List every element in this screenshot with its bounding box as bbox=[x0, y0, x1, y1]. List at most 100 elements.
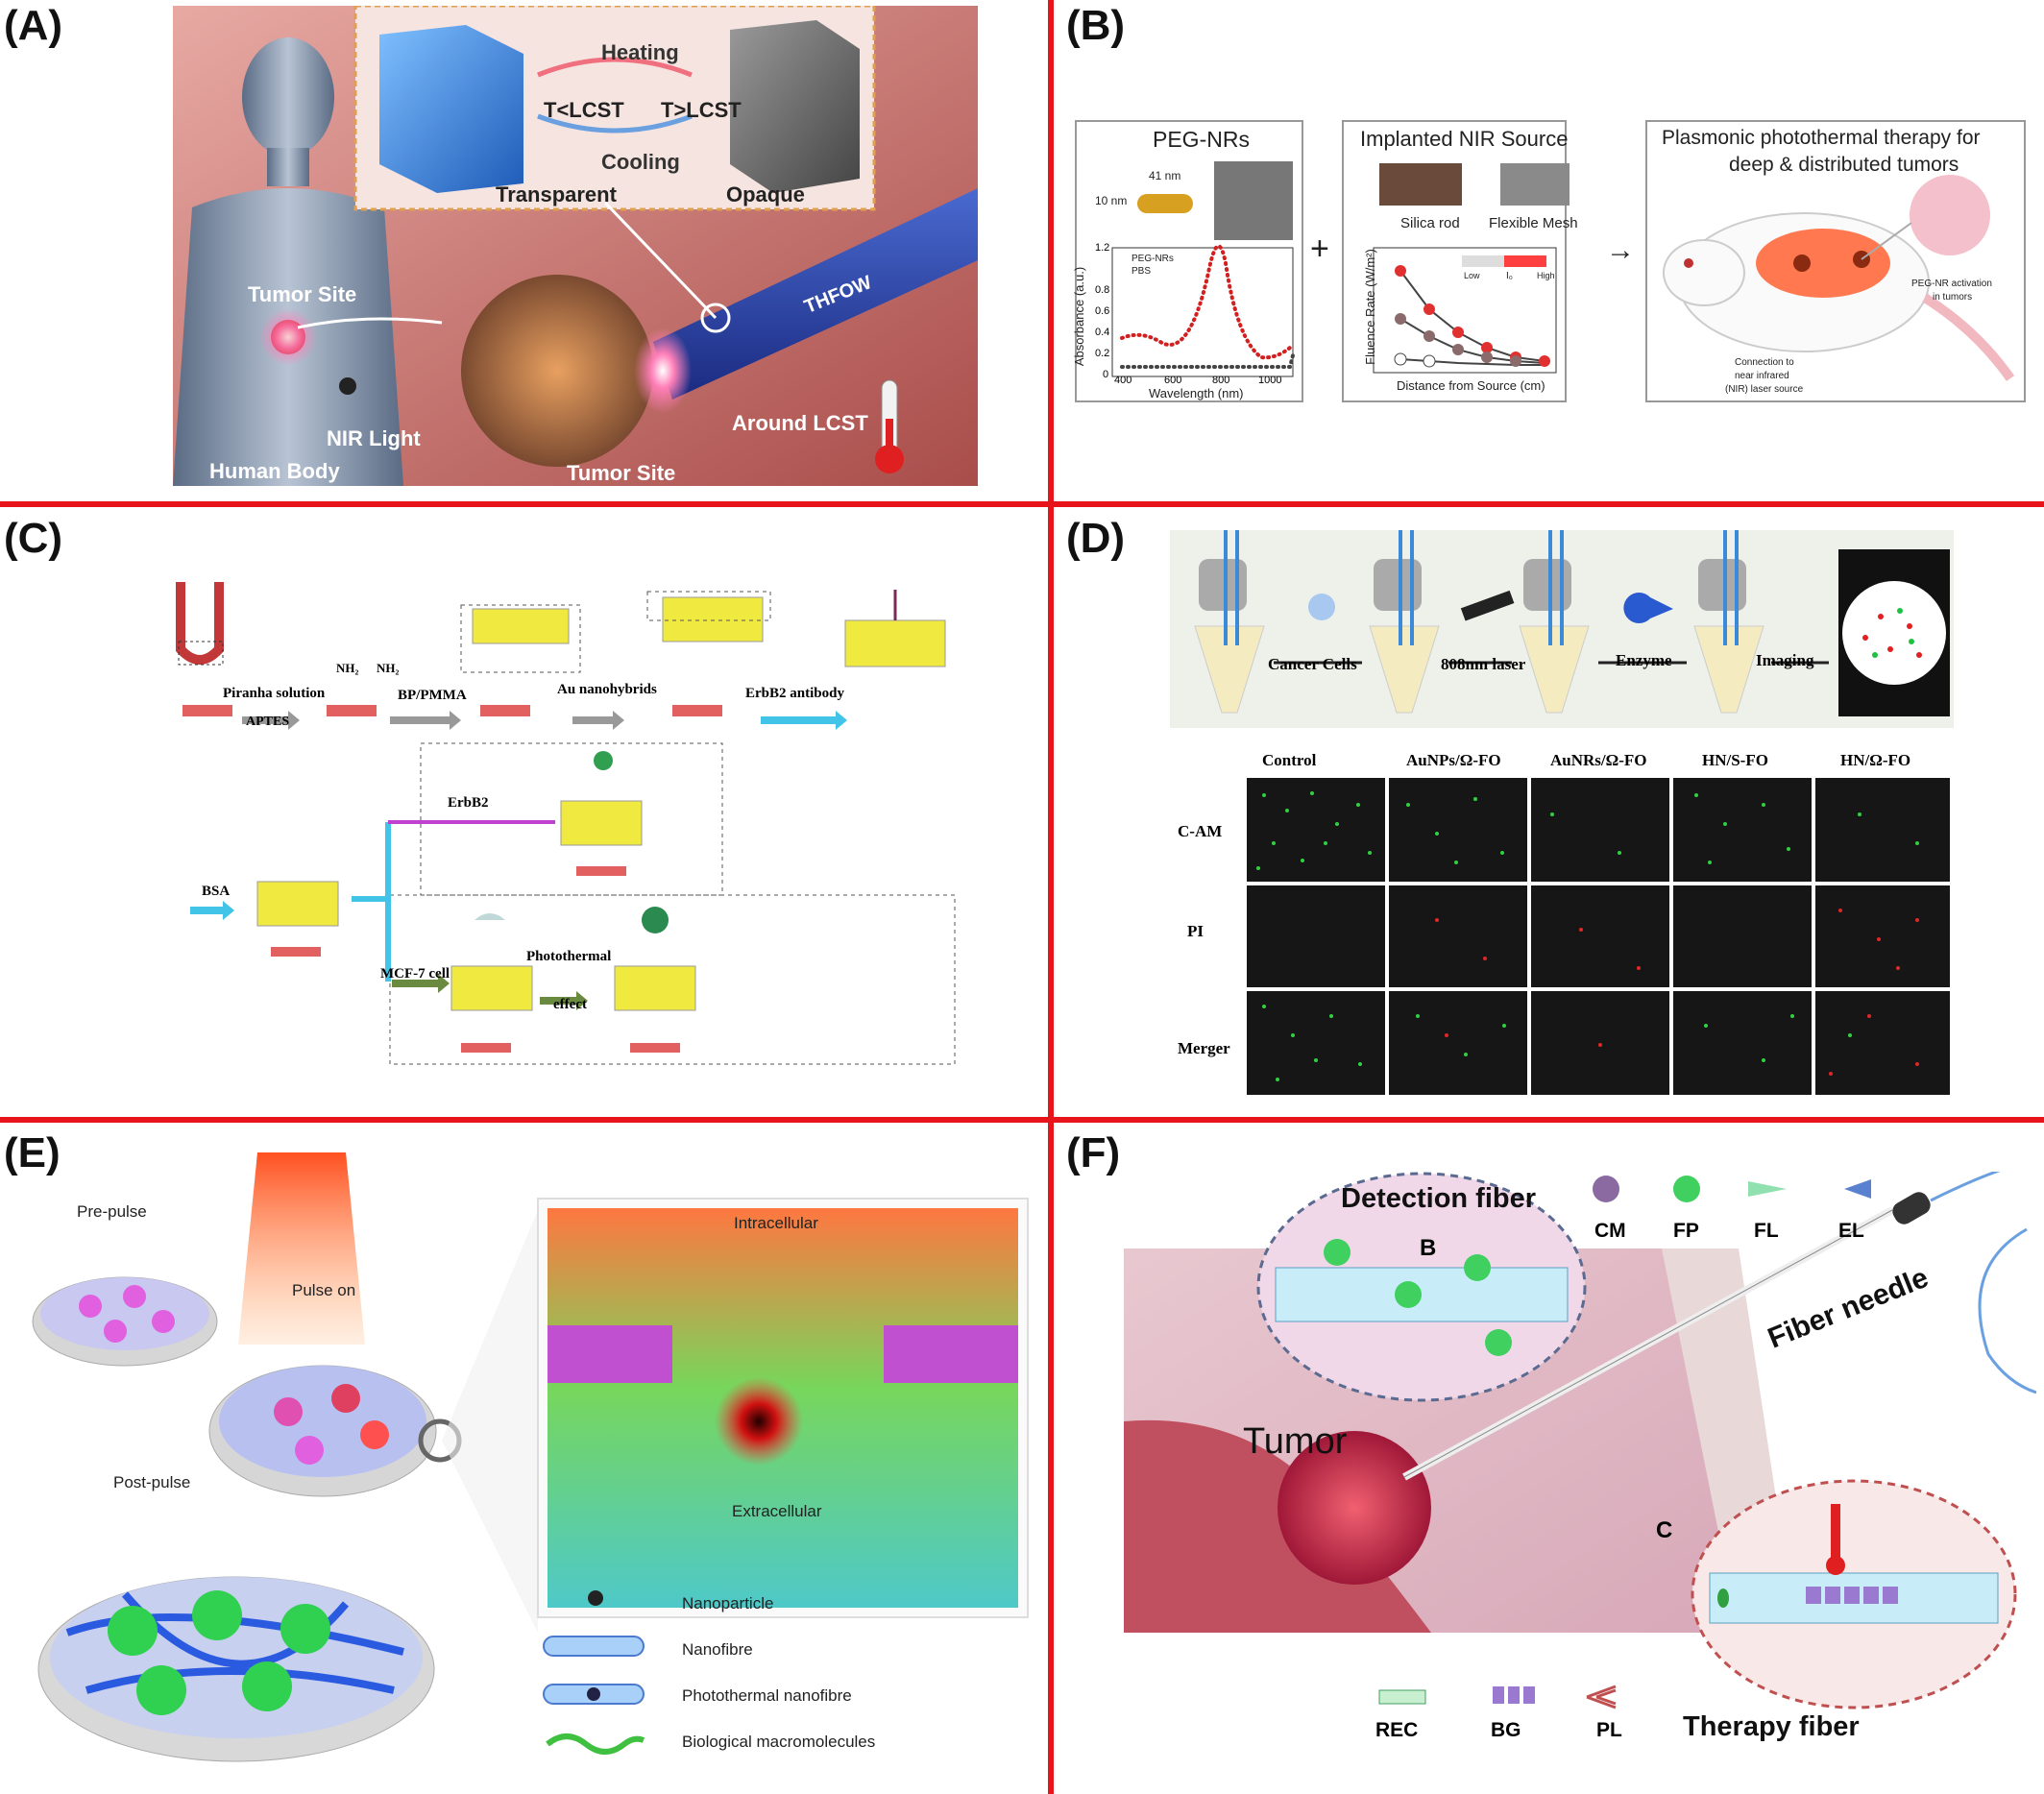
label-heating: Heating bbox=[601, 40, 679, 64]
e-pre-pulse: Pre-pulse bbox=[77, 1202, 147, 1221]
e-legend-nanoparticle: Nanoparticle bbox=[682, 1594, 774, 1612]
b-box2-title: Implanted NIR Source bbox=[1360, 127, 1569, 151]
b-xtick: 1000 bbox=[1258, 375, 1282, 386]
b-flexible-mesh: Flexible Mesh bbox=[1489, 215, 1578, 231]
d-row-cam: C-AM bbox=[1178, 822, 1223, 840]
b-ylabel: Absorbance (a.u.) bbox=[1072, 266, 1087, 367]
f-legend-rec: REC bbox=[1375, 1719, 1419, 1741]
b-ytick: 0.6 bbox=[1095, 305, 1110, 317]
b-rod-length: 41 nm bbox=[1149, 169, 1181, 182]
b-ytick: 0.4 bbox=[1095, 327, 1110, 338]
f-legend-fp: FP bbox=[1673, 1220, 1699, 1242]
panel-f-illustration bbox=[1124, 1172, 2036, 1709]
c-effect: effect bbox=[553, 997, 587, 1012]
f-legend-pl: PL bbox=[1596, 1719, 1622, 1741]
e-pulse-on: Pulse on bbox=[292, 1281, 356, 1299]
f-detection-fiber: Detection fiber bbox=[1341, 1183, 1537, 1214]
b-legend-pbs: PBS bbox=[1132, 266, 1152, 277]
label-transparent: Transparent bbox=[496, 182, 617, 206]
e-legend-nanofibre: Nanofibre bbox=[682, 1640, 753, 1659]
b-ytick: 1.2 bbox=[1095, 242, 1110, 254]
label-cooling: Cooling bbox=[601, 150, 680, 174]
panel-label-f: (F) bbox=[1066, 1129, 1121, 1176]
b-box3-title-1: Plasmonic photothermal therapy for bbox=[1662, 127, 1981, 149]
d-col-aunps: AuNPs/Ω-FO bbox=[1406, 751, 1501, 769]
panel-label-d: (D) bbox=[1066, 515, 1126, 562]
e-post-pulse: Post-pulse bbox=[113, 1473, 191, 1491]
b-ytick: 0.8 bbox=[1095, 284, 1110, 296]
c-mcf7: MCF-7 cell bbox=[380, 966, 450, 982]
c-aptes: APTES bbox=[246, 715, 290, 729]
b-xtick: 800 bbox=[1212, 375, 1230, 386]
d-row-merger: Merger bbox=[1178, 1039, 1230, 1057]
c-erbb2: ErbB2 bbox=[448, 795, 489, 811]
d-image-grid bbox=[1245, 776, 1952, 1097]
b-silica-rod: Silica rod bbox=[1400, 215, 1460, 231]
c-nh2-1: NH₂ bbox=[336, 661, 359, 675]
f-legend-bg: BG bbox=[1491, 1719, 1521, 1741]
e-legend-icons bbox=[543, 1590, 645, 1755]
b-scale-i0: I₀ bbox=[1506, 271, 1513, 281]
c-piranha: Piranha solution bbox=[223, 686, 326, 701]
panel-c-schematic bbox=[176, 582, 956, 1065]
c-au-nano: Au nanohybrids bbox=[557, 682, 657, 697]
d-imaging: Imaging bbox=[1756, 651, 1814, 669]
f-legend-cm: CM bbox=[1594, 1220, 1626, 1242]
e-legend-photothermal: Photothermal nanofibre bbox=[682, 1686, 852, 1705]
c-bsa: BSA bbox=[202, 884, 231, 899]
c-erbb2-ab: ErbB2 antibody bbox=[745, 686, 844, 701]
e-legend-macromolecules: Biological macromolecules bbox=[682, 1733, 876, 1751]
panel-label-c: (C) bbox=[4, 515, 63, 562]
f-tumor: Tumor bbox=[1243, 1421, 1348, 1462]
b-rod-width: 10 nm bbox=[1095, 194, 1128, 207]
d-col-hn-omega: HN/Ω-FO bbox=[1840, 751, 1911, 769]
panel-label-a: (A) bbox=[4, 2, 63, 49]
d-col-aunrs: AuNRs/Ω-FO bbox=[1550, 751, 1647, 769]
b-ytick: 0.2 bbox=[1095, 348, 1110, 359]
b-xtick: 400 bbox=[1114, 375, 1132, 386]
c-bp-pmma: BP/PMMA bbox=[398, 688, 467, 703]
b-plus: + bbox=[1310, 230, 1329, 267]
horizontal-divider-top bbox=[0, 501, 2044, 507]
e-extracellular: Extracellular bbox=[732, 1502, 822, 1520]
b-activation-1: PEG-NR activation bbox=[1911, 279, 1992, 289]
panel-label-e: (E) bbox=[4, 1129, 61, 1176]
b-xtick: 600 bbox=[1164, 375, 1182, 386]
d-laser: 808nm laser bbox=[1441, 655, 1526, 673]
b-box1-title: PEG-NRs bbox=[1153, 127, 1250, 152]
d-enzyme: Enzyme bbox=[1616, 651, 1672, 669]
b-fluence-xlabel: Distance from Source (cm) bbox=[1397, 378, 1545, 393]
b-connection-3: (NIR) laser source bbox=[1725, 384, 1804, 395]
panel-a-illustration bbox=[173, 6, 978, 486]
label-human-body: Human Body bbox=[209, 459, 340, 483]
f-inset-c: C bbox=[1656, 1517, 1673, 1543]
e-intracellular: Intracellular bbox=[734, 1214, 818, 1232]
horizontal-divider-bottom bbox=[0, 1117, 2044, 1123]
b-arrow: → bbox=[1606, 234, 1635, 266]
panel-e-illustration bbox=[32, 1152, 1029, 1762]
b-connection-2: near infrared bbox=[1735, 371, 1789, 381]
f-bottom-legend-icons bbox=[1378, 1685, 1617, 1709]
b-ytick: 0 bbox=[1103, 369, 1109, 380]
b-fluence-ylabel: Fluence Rate (W/m²) bbox=[1362, 249, 1377, 365]
b-activation-2: in tumors bbox=[1933, 292, 1973, 303]
f-legend-fl: FL bbox=[1754, 1220, 1779, 1242]
label-t-low: T<LCST bbox=[544, 98, 624, 122]
f-inset-b: B bbox=[1420, 1235, 1437, 1261]
label-around-lcst: Around LCST bbox=[732, 411, 868, 435]
panel-label-b: (B) bbox=[1066, 2, 1126, 49]
b-xlabel: Wavelength (nm) bbox=[1149, 386, 1244, 400]
label-t-high: T>LCST bbox=[661, 98, 742, 122]
d-col-hn-s: HN/S-FO bbox=[1702, 751, 1768, 769]
d-col-control: Control bbox=[1262, 751, 1317, 769]
panel-d-workflow bbox=[1170, 530, 1954, 728]
d-row-pi: PI bbox=[1187, 922, 1204, 940]
b-box3-title-2: deep & distributed tumors bbox=[1729, 154, 1959, 176]
b-legend-peg: PEG-NRs bbox=[1132, 254, 1174, 264]
b-scale-low: Low bbox=[1464, 271, 1480, 280]
panel-b-boxes bbox=[1075, 120, 2026, 402]
nanoparticle-icon bbox=[588, 1590, 603, 1606]
c-photothermal: Photothermal bbox=[526, 949, 612, 964]
label-tumor-site-upper: Tumor Site bbox=[248, 282, 357, 306]
label-tumor-site-lower: Tumor Site bbox=[567, 461, 676, 485]
